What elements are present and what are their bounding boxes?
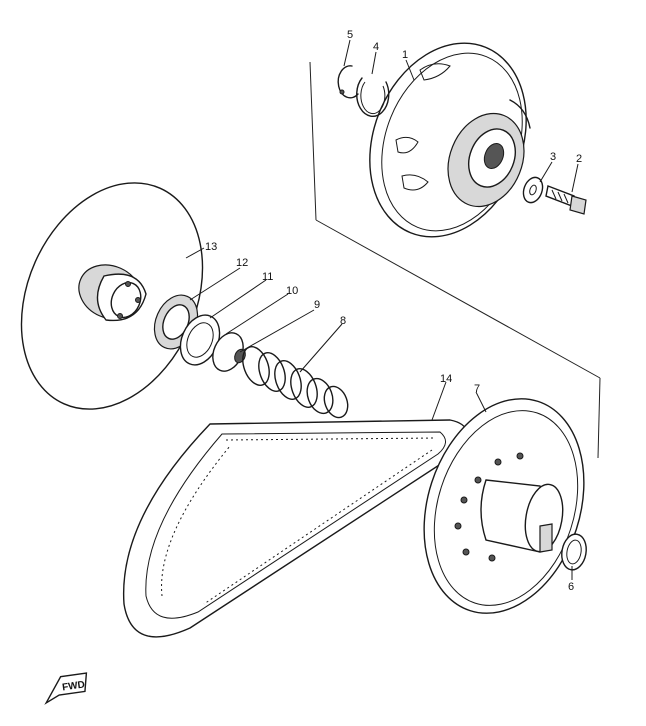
callout-12: 12 xyxy=(236,257,248,269)
callout-2: 2 xyxy=(576,153,582,165)
snap-ring-5 xyxy=(337,65,359,99)
secondary-sheave xyxy=(423,398,585,614)
callout-11: 11 xyxy=(262,271,273,283)
callout-1: 1 xyxy=(402,49,408,61)
callout-10: 10 xyxy=(286,285,298,297)
callout-3: 3 xyxy=(550,151,556,163)
bolt xyxy=(545,185,587,215)
leader-lines xyxy=(185,39,579,580)
callout-9: 9 xyxy=(314,299,320,311)
fixed-sheave xyxy=(369,42,531,238)
callout-8: 8 xyxy=(340,315,346,327)
callout-14: 14 xyxy=(440,373,452,385)
callout-7: 7 xyxy=(474,383,480,395)
drive-belt xyxy=(122,419,468,638)
subassembly-outline xyxy=(309,61,601,459)
washer xyxy=(522,176,544,204)
callout-6: 6 xyxy=(568,581,574,593)
forward-direction-arrow: FWD xyxy=(44,672,88,705)
callout-5: 5 xyxy=(347,29,353,41)
fwd-label: FWD xyxy=(61,679,85,693)
circlip-4 xyxy=(356,77,390,117)
callout-4: 4 xyxy=(373,41,379,53)
callout-13: 13 xyxy=(205,241,217,253)
callout-labels: 5 4 1 3 2 13 12 11 10 9 8 14 7 6 xyxy=(205,29,582,593)
compression-spring xyxy=(242,346,349,419)
ring-6 xyxy=(561,533,587,571)
movable-sheave xyxy=(20,182,204,410)
